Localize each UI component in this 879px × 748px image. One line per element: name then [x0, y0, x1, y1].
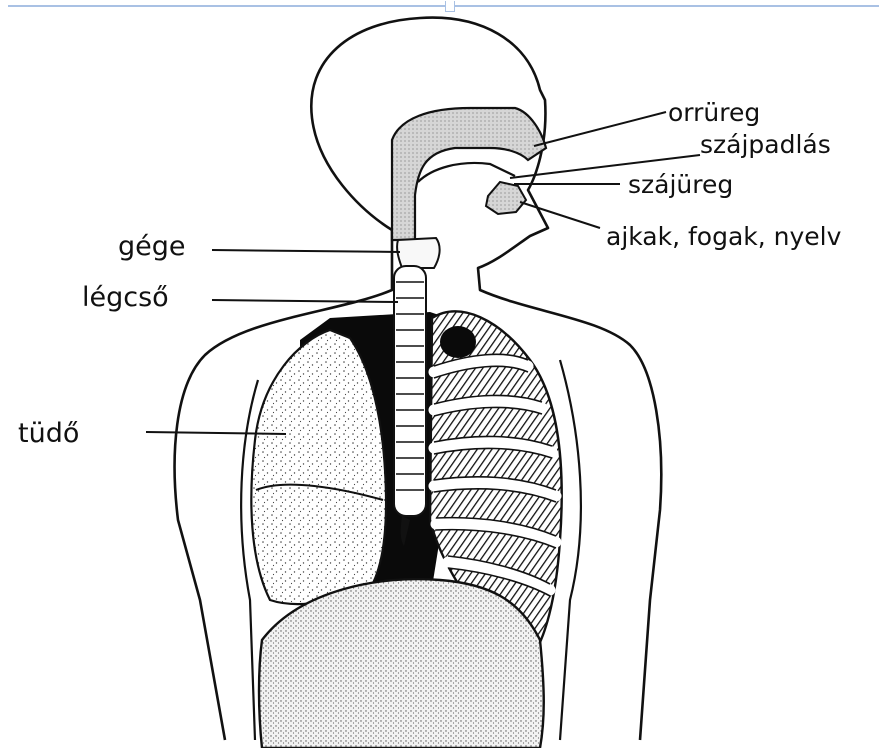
label-legcso: légcső	[82, 284, 169, 311]
label-gege: gége	[118, 233, 186, 260]
leader-legcso	[212, 300, 398, 302]
leader-ajkak	[520, 202, 600, 228]
leader-orrureg	[534, 112, 666, 146]
leader-gege	[212, 250, 400, 252]
leader-tudo	[146, 432, 286, 434]
label-szajpadlas: szájpadlás	[700, 132, 831, 157]
label-tudo: tüdő	[18, 420, 79, 447]
label-orrureg: orrüreg	[668, 100, 760, 125]
label-ajkak-fogak-nyelv: ajkak, fogak, nyelv	[606, 224, 841, 249]
label-szajureg: szájüreg	[628, 172, 733, 197]
